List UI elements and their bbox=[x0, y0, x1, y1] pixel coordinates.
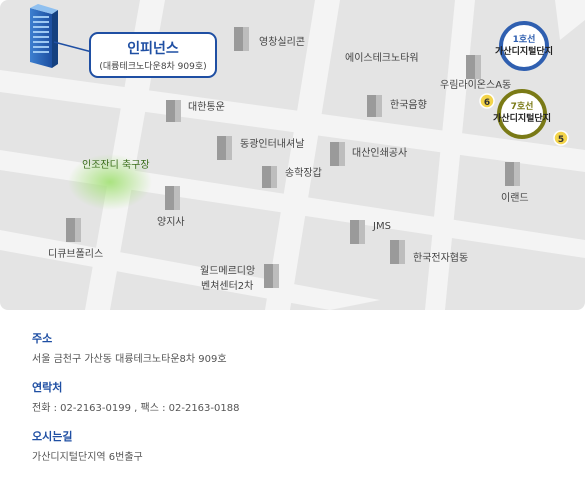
landmark-label: 월드메르디앙 bbox=[200, 265, 255, 277]
contact-section: 연락처 전화 : 02-2163-0199 , 팩스 : 02-2163-018… bbox=[32, 379, 552, 414]
svg-text:6: 6 bbox=[484, 98, 490, 108]
address-text: 서울 금천구 가산동 대륭테크노타운8차 909호 bbox=[32, 354, 227, 365]
landmark-label: 송학장갑 bbox=[285, 167, 322, 179]
landmark-label: 벤쳐센터2차 bbox=[201, 280, 253, 292]
building-icon bbox=[350, 220, 365, 244]
building-icon bbox=[264, 264, 279, 288]
building-icon bbox=[66, 218, 81, 242]
company-callout[interactable]: 인피넌스 (대륭테크노다운8차 909호) bbox=[53, 32, 217, 78]
contact-title: 연락처 bbox=[32, 381, 63, 394]
turf-label: 인조잔디 축구장 bbox=[82, 159, 150, 171]
building-icon bbox=[330, 142, 345, 166]
building-icon bbox=[390, 240, 405, 264]
building-icon bbox=[505, 162, 520, 186]
station-line7[interactable]: 7호선 가산디지털단지 bbox=[493, 89, 551, 139]
landmark-label: 동광인터내셔날 bbox=[240, 138, 304, 150]
company-name: 인피넌스 bbox=[127, 40, 179, 57]
landmark-label: 대한통운 bbox=[188, 101, 225, 113]
exit-badge-5: 5 bbox=[553, 130, 569, 146]
landmark-label: 우림라이온스A동 bbox=[440, 79, 511, 91]
contact-info: 주소 서울 금천구 가산동 대륭테크노타운8차 909호 연락처 전화 : 02… bbox=[32, 330, 552, 477]
directions-section: 오시는길 가산디지털단지역 6번출구 bbox=[32, 428, 552, 463]
station-line1[interactable]: 1호선 가산디지털단지 bbox=[495, 21, 553, 71]
building-markers bbox=[66, 27, 520, 288]
contact-text: 전화 : 02-2163-0199 , 팩스 : 02-2163-0188 bbox=[32, 403, 240, 414]
landmark-label: 한국음향 bbox=[390, 99, 427, 111]
directions-title: 오시는길 bbox=[32, 430, 73, 443]
landmark-label: 에이스테크노타워 bbox=[345, 51, 419, 64]
building-icon bbox=[166, 100, 181, 122]
station-name: 가산디지털단지 bbox=[495, 45, 553, 57]
address-title: 주소 bbox=[32, 332, 53, 345]
building-icon bbox=[466, 55, 481, 79]
landmark-label: 영창실리콘 bbox=[259, 36, 305, 48]
company-building-icon bbox=[30, 4, 58, 68]
landmark-label: 이랜드 bbox=[501, 192, 529, 204]
landmark-label: 대산인쇄공사 bbox=[352, 147, 407, 159]
landmark-label: 양지사 bbox=[157, 216, 185, 228]
station-line-label: 1호선 bbox=[513, 33, 536, 45]
location-map: 인피넌스 (대륭테크노다운8차 909호) 영창실리콘 에이스테크노타워 우림라… bbox=[0, 0, 585, 310]
address-section: 주소 서울 금천구 가산동 대륭테크노타운8차 909호 bbox=[32, 330, 552, 365]
building-icon bbox=[165, 186, 180, 210]
station-line-label: 7호선 bbox=[511, 100, 534, 112]
landmark-label: JMS bbox=[372, 221, 391, 232]
landmark-label: 한국전자협동 bbox=[413, 251, 468, 264]
svg-text:5: 5 bbox=[558, 135, 564, 145]
landmark-label: 디큐브폴리스 bbox=[48, 248, 103, 260]
company-address: (대륭테크노다운8차 909호) bbox=[99, 60, 206, 72]
exit-badge-6: 6 bbox=[479, 93, 495, 109]
building-icon bbox=[262, 166, 277, 188]
building-icon bbox=[217, 136, 232, 160]
building-icon bbox=[367, 95, 382, 117]
landmark-labels: 영창실리콘 에이스테크노타워 우림라이온스A동 대한통운 한국음향 동광인터내셔… bbox=[48, 36, 529, 292]
directions-text: 가산디지털단지역 6번출구 bbox=[32, 452, 143, 463]
building-icon bbox=[234, 27, 249, 51]
turf-field bbox=[68, 154, 152, 210]
station-name: 가산디지털단지 bbox=[493, 112, 551, 124]
